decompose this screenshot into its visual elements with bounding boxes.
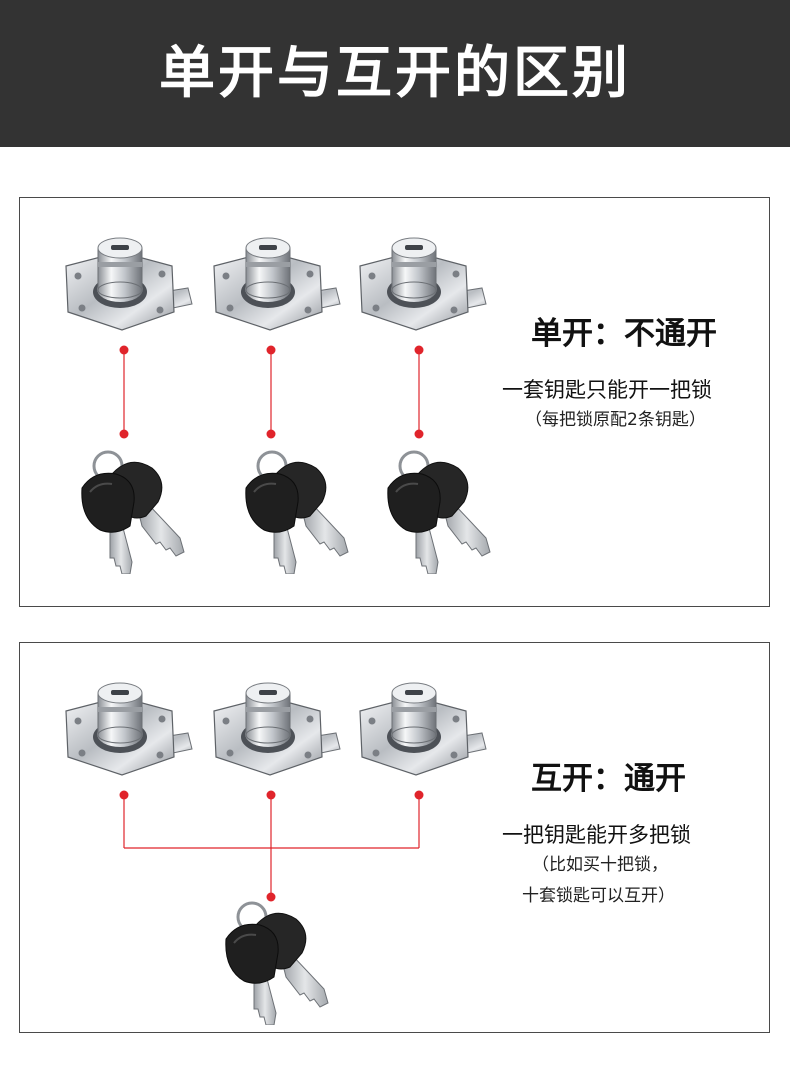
- key-pair-icon: [244, 450, 350, 574]
- lock-icon: [213, 682, 341, 776]
- key-pair-icon: [80, 450, 186, 574]
- connector-line: [119, 345, 424, 439]
- key-pair-icon: [386, 450, 492, 574]
- single-open-note: （每把锁原配2条钥匙）: [525, 410, 706, 430]
- mutual-open-panel: 互开：通开 一把钥匙能开多把锁 （比如买十把锁， 十套锁匙可以互开）: [19, 642, 770, 1033]
- title-banner: 单开与互开的区别: [0, 0, 790, 147]
- single-open-heading: 单开：不通开: [531, 316, 717, 352]
- lock-icon: [359, 237, 487, 331]
- mutual-open-illustration: [65, 682, 487, 1025]
- lock-icon: [359, 682, 487, 776]
- single-open-description: 一套钥匙只能开一把锁: [502, 378, 712, 402]
- single-open-panel: 单开：不通开 一套钥匙只能开一把锁 （每把锁原配2条钥匙）: [19, 197, 770, 607]
- banner-title: 单开与互开的区别: [159, 40, 631, 106]
- lock-icon: [65, 237, 193, 331]
- single-open-illustration: [65, 237, 492, 574]
- mutual-open-note-line1: （比如买十把锁，: [532, 855, 668, 875]
- mutual-open-heading: 互开：通开: [531, 761, 686, 797]
- mutual-open-note-line2: 十套锁匙可以互开）: [522, 886, 675, 906]
- connector-line: [119, 790, 424, 902]
- mutual-open-description: 一把钥匙能开多把锁: [502, 823, 691, 847]
- key-pair-icon: [224, 901, 330, 1025]
- lock-icon: [213, 237, 341, 331]
- lock-icon: [65, 682, 193, 776]
